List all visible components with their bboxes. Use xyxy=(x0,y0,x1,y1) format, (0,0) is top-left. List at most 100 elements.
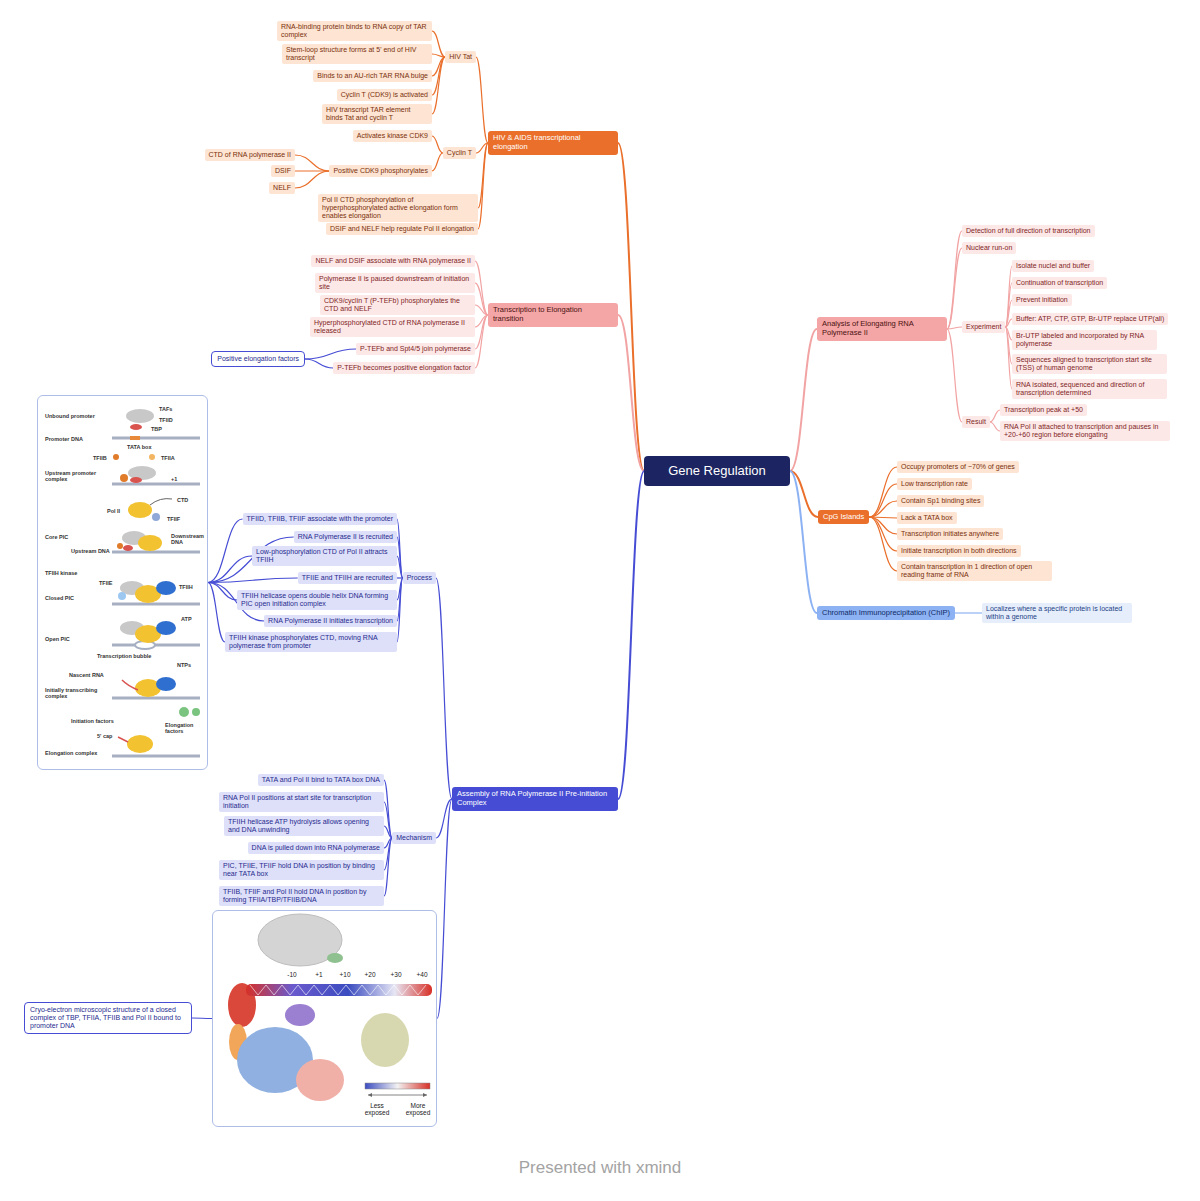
subtopic: HIV transcript TAR element binds Tat and… xyxy=(322,104,432,124)
subtopic: Polymerase II is paused downstream of in… xyxy=(315,273,475,293)
subtopic: Continuation of transcription xyxy=(1012,277,1107,289)
dna-strand xyxy=(112,483,200,486)
topic-text: HIV transcript TAR element binds Tat and… xyxy=(326,106,428,122)
promoter-dna-helix xyxy=(246,984,432,996)
topic-text: P-TEFb becomes positive elongation facto… xyxy=(337,364,471,372)
topic-text: CTD of RNA polymerase II xyxy=(209,151,291,159)
connector xyxy=(397,556,403,578)
connector xyxy=(1005,319,1012,327)
subtopic: Transcription initiates anywhere xyxy=(897,528,1003,540)
subtopic: CDK9/cyclin T (P-TEFb) phosphorylates th… xyxy=(320,295,475,315)
figure-label: +40 xyxy=(416,971,427,978)
subtopic: Low-phosphorylation CTD of Pol II attrac… xyxy=(252,546,397,566)
topic-text: Low-phosphorylation CTD of Pol II attrac… xyxy=(256,548,393,564)
pol-ii-density xyxy=(258,914,342,966)
connector xyxy=(990,422,1000,431)
tfiib-blob xyxy=(120,474,128,482)
topic-text: NELF xyxy=(273,184,291,192)
connector xyxy=(432,54,445,57)
tfiih-blob xyxy=(156,677,176,691)
figure-label: Downstream DNA xyxy=(171,533,207,546)
topic-text: TFIIH helicase opens double helix DNA fo… xyxy=(241,592,393,608)
connector xyxy=(192,1017,212,1019)
subtopic: Positive CDK9 phosphorylates xyxy=(329,165,432,177)
figure-label: Nascent RNA xyxy=(69,672,104,678)
tbp-blob xyxy=(123,545,133,551)
figure-label: Initially transcribing complex xyxy=(45,687,103,700)
topic-text: Cyclin T xyxy=(447,149,472,157)
connector xyxy=(305,359,333,368)
nascent-rna xyxy=(118,737,128,742)
figure-label: Upstream promoter complex xyxy=(45,470,105,483)
figure-label: Less exposed xyxy=(361,1102,393,1117)
figure-label: Elongation factors xyxy=(165,722,205,735)
topic-text: Stem-loop structure forms at 5' end of H… xyxy=(286,46,428,62)
connector xyxy=(1005,300,1012,327)
connector xyxy=(947,329,962,422)
topic-text: RNA Pol II positions at start site for t… xyxy=(223,794,380,810)
subtopic: NELF xyxy=(269,182,295,194)
connector xyxy=(384,838,392,896)
summary-box: Cryo-electron microscopic structure of a… xyxy=(24,1002,192,1034)
topic-text: RNA-binding protein binds to RNA copy of… xyxy=(281,23,428,39)
figure-label: TFIIH xyxy=(179,584,193,590)
subtopic: Localizes where a specific protein is lo… xyxy=(982,603,1132,623)
connector xyxy=(397,537,403,578)
connector xyxy=(475,305,488,315)
subtopic: Prevent initiation xyxy=(1012,294,1072,306)
connector xyxy=(955,612,982,613)
elongation-factor xyxy=(179,707,189,717)
subtopic: TFIID, TFIIB, TFIIF associate with the p… xyxy=(243,513,397,525)
topic-text: Mechanism xyxy=(396,834,432,842)
topic-text: NELF and DSIF associate with RNA polymer… xyxy=(315,257,471,265)
connector xyxy=(475,261,488,315)
topic-text: Sequences aligned to transcription start… xyxy=(1016,356,1163,372)
connector xyxy=(432,136,443,153)
figure-label: Upstream DNA xyxy=(71,548,110,554)
figure-label: ATP xyxy=(181,616,192,622)
figure-panel: -10+1+10+20+30+40Less exposedMore expose… xyxy=(212,910,437,1127)
connector xyxy=(618,143,644,471)
subtopic: P-TEFb becomes positive elongation facto… xyxy=(333,362,475,374)
topic-text: Result xyxy=(966,418,986,426)
figure-label: TFIIB xyxy=(93,455,107,461)
figure-label: +30 xyxy=(390,971,401,978)
dna-strand xyxy=(112,437,200,440)
dna-strand xyxy=(112,551,200,554)
topic-text: DSIF xyxy=(275,167,291,175)
figure-label: TATA box xyxy=(127,444,152,450)
elongation-factor xyxy=(192,708,200,716)
subtopic: RNA isolated, sequenced and direction of… xyxy=(1012,379,1167,399)
topic-text: TFIIE and TFIIH are recruited xyxy=(302,574,393,582)
connector xyxy=(618,471,644,799)
dna-strand xyxy=(112,644,135,647)
figure-label: Transcription bubble xyxy=(97,653,151,659)
subtopic: Buffer: ATP, CTP, GTP, Br-UTP replace UT… xyxy=(1012,313,1168,325)
figure-label: Closed PIC xyxy=(45,595,74,601)
tfiia-blob xyxy=(149,454,155,460)
process-illustration xyxy=(112,409,200,756)
topic-text: RNA Polymerase II initiates transcriptio… xyxy=(268,617,393,625)
subtopic: DNA is pulled down into RNA polymerase xyxy=(248,842,384,854)
subtopic: TFIIH helicase opens double helix DNA fo… xyxy=(237,590,397,610)
subtopic: Stem-loop structure forms at 5' end of H… xyxy=(282,44,432,64)
subtopic: Isolate nuclei and buffer xyxy=(1012,260,1094,272)
topic-text: RNA Polymerase II is recruited xyxy=(298,533,393,541)
helix-strand xyxy=(250,985,426,995)
topic-text: Contain Sp1 binding sites xyxy=(901,497,980,505)
connector xyxy=(790,329,817,471)
figure-label: TBP xyxy=(151,426,162,432)
topic-text: DSIF and NELF help regulate Pol II elong… xyxy=(330,225,474,233)
dna-strand xyxy=(112,603,200,606)
connector xyxy=(432,57,445,114)
subtopic: RNA Pol II positions at start site for t… xyxy=(219,792,384,812)
connector xyxy=(397,519,403,578)
connector xyxy=(384,802,392,838)
topic-text: TFIIH kinase phosphorylates CTD, moving … xyxy=(229,634,393,650)
tfiib-blob xyxy=(117,543,123,549)
connector xyxy=(208,578,298,583)
connector xyxy=(432,153,443,171)
tfiib-blob xyxy=(113,454,119,460)
figure-label: TFIID xyxy=(159,417,173,423)
